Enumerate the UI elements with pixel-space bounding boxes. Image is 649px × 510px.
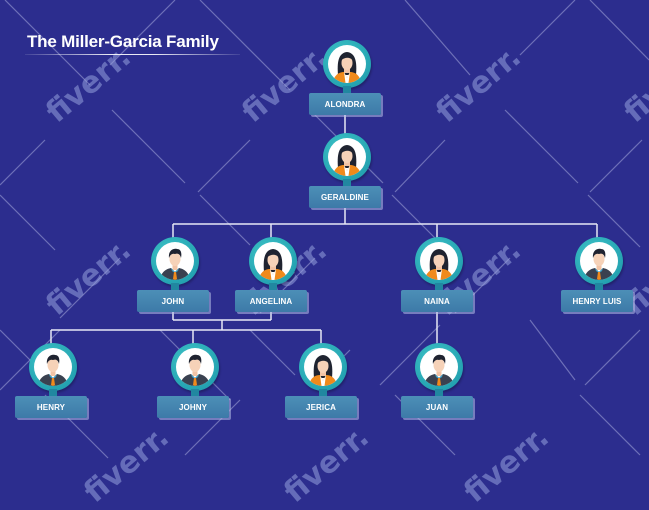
avatar-ring xyxy=(299,343,347,398)
name-label: HENRY xyxy=(15,396,87,418)
title-underline xyxy=(25,54,240,55)
name-text: GERALDINE xyxy=(320,192,369,202)
node-john[interactable]: JOHN xyxy=(137,237,213,317)
name-text: NAINA xyxy=(424,296,450,306)
avatar-ring xyxy=(29,343,77,398)
name-label: NAINA xyxy=(401,290,473,312)
name-label: HENRY LUIS xyxy=(561,290,633,312)
name-text: HENRY LUIS xyxy=(572,296,622,306)
node-henry[interactable]: HENRY xyxy=(15,343,91,423)
avatar-ring xyxy=(415,237,463,292)
avatar-ring xyxy=(415,343,463,398)
node-juan[interactable]: JUAN xyxy=(401,343,477,423)
name-label: GERALDINE xyxy=(309,186,381,208)
male-avatar-icon xyxy=(420,348,458,386)
male-avatar-icon xyxy=(156,242,194,280)
male-avatar-icon xyxy=(176,348,214,386)
name-text: JOHNY xyxy=(178,402,208,412)
node-johny[interactable]: JOHNY xyxy=(157,343,233,423)
node-angelina[interactable]: ANGELINA xyxy=(235,237,311,317)
avatar-ring xyxy=(171,343,219,398)
name-text: JERICA xyxy=(306,402,336,412)
avatar-ring xyxy=(323,40,371,95)
name-label: JOHNY xyxy=(157,396,229,418)
female-avatar-icon xyxy=(328,138,366,176)
node-geraldine[interactable]: GERALDINE xyxy=(309,133,385,213)
name-label: JUAN xyxy=(401,396,473,418)
node-naina[interactable]: NAINA xyxy=(401,237,477,317)
node-jerica[interactable]: JERICA xyxy=(285,343,361,423)
avatar-ring xyxy=(151,237,199,292)
name-label: JOHN xyxy=(137,290,209,312)
name-text: ANGELINA xyxy=(249,296,293,306)
name-label: ALONDRA xyxy=(309,93,381,115)
female-avatar-icon xyxy=(304,348,342,386)
name-text: JOHN xyxy=(161,296,185,306)
female-avatar-icon xyxy=(328,45,366,83)
name-label: JERICA xyxy=(285,396,357,418)
avatar-ring xyxy=(323,133,371,188)
name-text: JUAN xyxy=(425,402,449,412)
male-avatar-icon xyxy=(34,348,72,386)
name-text: ALONDRA xyxy=(324,99,366,109)
male-avatar-icon xyxy=(580,242,618,280)
node-henry-luis[interactable]: HENRY LUIS xyxy=(561,237,637,317)
female-avatar-icon xyxy=(254,242,292,280)
avatar-ring xyxy=(575,237,623,292)
name-label: ANGELINA xyxy=(235,290,307,312)
page-title: The Miller-Garcia Family xyxy=(27,32,219,51)
female-avatar-icon xyxy=(420,242,458,280)
avatar-ring xyxy=(249,237,297,292)
node-alondra[interactable]: ALONDRA xyxy=(309,40,385,120)
name-text: HENRY xyxy=(36,402,66,412)
